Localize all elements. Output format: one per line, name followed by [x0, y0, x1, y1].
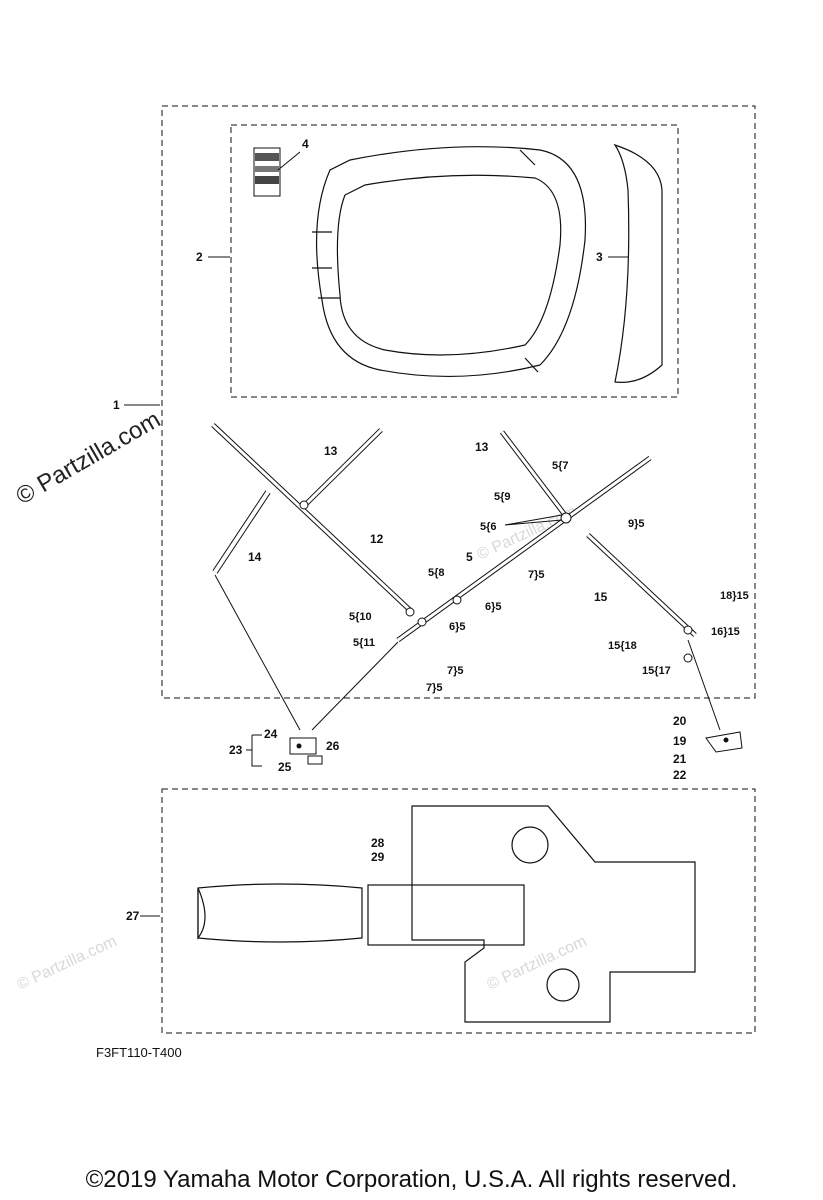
- part-23-mount: [289, 737, 323, 765]
- callout-20: 20: [673, 714, 687, 728]
- callout-15: 15: [594, 590, 608, 604]
- callout-13-left: 13: [324, 444, 338, 458]
- diagram-code: F3FT110-T400: [96, 1045, 182, 1060]
- callout-13-right: 13: [475, 440, 489, 454]
- callout-5-9: 5{9: [494, 491, 511, 503]
- callout-24: 24: [264, 727, 278, 741]
- callout-7-5-c: 7}5: [426, 682, 443, 694]
- callout-29: 29: [371, 850, 385, 864]
- callout-21: 21: [673, 752, 687, 766]
- callout-14: 14: [248, 550, 262, 564]
- callout-6-5-b: 6}5: [449, 621, 466, 633]
- callout-22: 22: [673, 768, 687, 782]
- copyright-notice: ©2019 Yamaha Motor Corporation, U.S.A. A…: [85, 1166, 738, 1193]
- callout-3: 3: [596, 250, 603, 264]
- callout-25: 25: [278, 760, 292, 774]
- bimini-kit-box: [161, 105, 756, 699]
- part-3-boot: [613, 143, 663, 383]
- bimini-frame: [211, 423, 721, 731]
- watermark-main: © Partzilla.com: [12, 406, 166, 510]
- callout-5-8: 5{8: [428, 567, 445, 579]
- callout-9-5: 9}5: [628, 518, 645, 530]
- part-4-tag: [253, 147, 281, 197]
- callout-5-6: 5{6: [480, 521, 497, 533]
- callout-2: 2: [196, 250, 203, 264]
- callout-7-5-b: 7}5: [447, 665, 464, 677]
- callout-5: 5: [466, 550, 473, 564]
- watermark-faint-3: © Partzilla.com: [15, 933, 120, 994]
- callout-5-11: 5{11: [353, 637, 375, 649]
- callout-5-7: 5{7: [552, 460, 569, 472]
- callout-23: 23: [229, 743, 243, 757]
- callout-6-5-a: 6}5: [485, 601, 502, 613]
- watermark-faint-2: © Partzilla.com: [485, 933, 590, 994]
- callout-27: 27: [126, 909, 140, 923]
- callout-labels: 1 2 3 4 13 12 14 13 5{7 5{9 5{6 9}5 7}5 …: [113, 137, 749, 923]
- callout-4: 4: [302, 137, 309, 151]
- mat-kit-box: [161, 788, 756, 1034]
- callout-19: 19: [673, 734, 687, 748]
- callout-15-17: 15{17: [642, 665, 671, 677]
- callout-28: 28: [371, 836, 385, 850]
- part-27-deck-mats: [197, 805, 696, 1023]
- callout-18-15: 18}15: [720, 590, 749, 602]
- callout-15-18: 15{18: [608, 640, 637, 652]
- callout-12: 12: [370, 532, 384, 546]
- callout-5-10: 5{10: [349, 611, 372, 623]
- part-19-mount: [705, 731, 743, 753]
- cover-sub-box: [230, 124, 679, 398]
- callout-1: 1: [113, 398, 120, 412]
- callout-7-5-a: 7}5: [528, 569, 545, 581]
- callout-16-15: 16}15: [711, 626, 740, 638]
- part-2-top-canvas: [312, 146, 587, 377]
- callout-26: 26: [326, 739, 340, 753]
